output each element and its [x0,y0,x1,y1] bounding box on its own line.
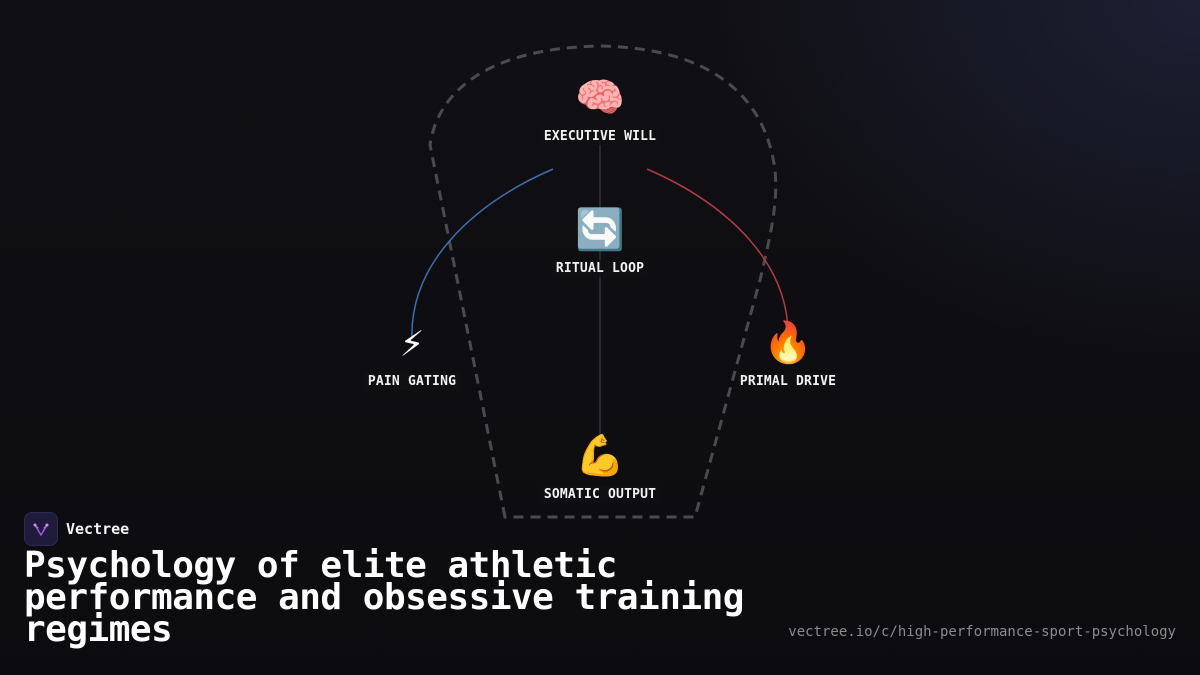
node-somatic-output: 💪 SOMATIC OUTPUT [500,432,700,503]
source-url[interactable]: vectree.io/c/high-performance-sport-psyc… [788,624,1176,640]
vectree-logo-icon [24,512,58,546]
node-label: PRIMAL DRIVE [735,373,841,390]
node-executive-will: 🧠 EXECUTIVE WILL [500,74,700,145]
node-ritual-loop: 🔄 RITUAL LOOP [500,206,700,277]
loop-arrows-icon: 🔄 [575,207,625,253]
brand-name: Vectree [66,520,130,538]
lightning-icon: ⚡ [399,320,425,366]
boundary-shape [428,44,778,519]
page-title: Psychology of elite athletic performance… [24,545,744,650]
edge-executive-to-primal [646,168,789,339]
fire-icon: 🔥 [763,320,813,366]
flexed-biceps-icon: 💪 [575,433,625,479]
brain-icon: 🧠 [575,75,625,121]
node-pain-gating: ⚡ PAIN GATING [312,319,512,390]
node-label: EXECUTIVE WILL [539,128,661,145]
edge-executive-to-pain [411,168,554,339]
node-label: SOMATIC OUTPUT [539,486,661,503]
node-label: PAIN GATING [363,373,461,390]
node-primal-drive: 🔥 PRIMAL DRIVE [688,319,888,390]
brand: Vectree [24,512,129,546]
node-label: RITUAL LOOP [551,260,649,277]
